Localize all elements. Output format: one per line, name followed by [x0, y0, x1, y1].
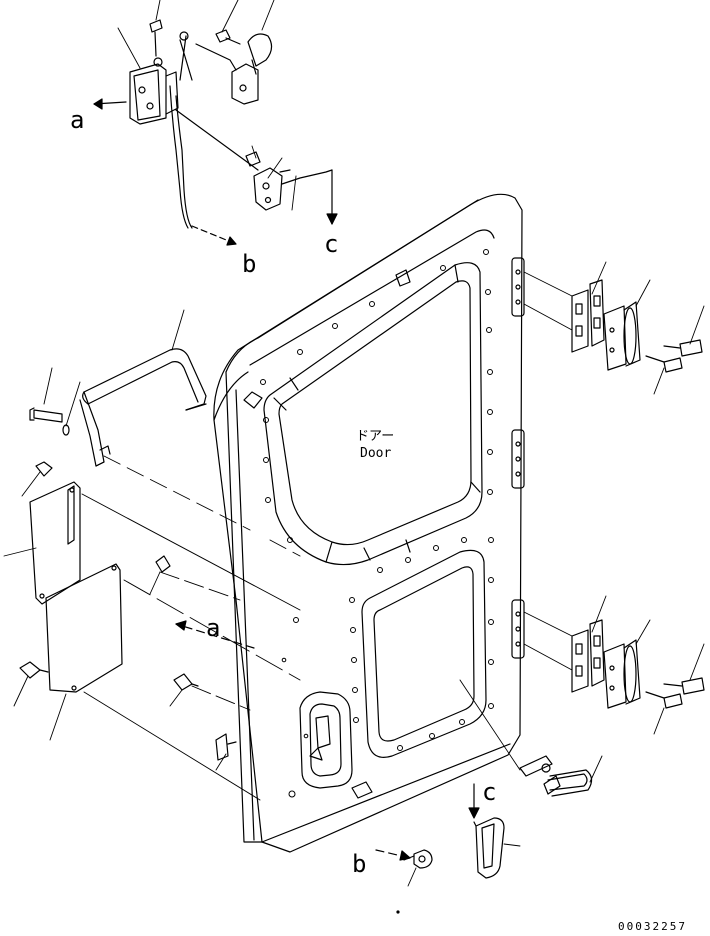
door-label-jp: ドアー	[356, 429, 394, 444]
cover-plate-lower	[45, 563, 123, 693]
callout-a-mid: a	[206, 614, 220, 642]
door-panel: ドアー Door	[213, 193, 525, 853]
knob-screw	[403, 849, 433, 869]
latch-striker	[215, 733, 237, 761]
dot-mark	[396, 910, 400, 914]
leader-lines	[3, 261, 705, 887]
cover-bolts	[19, 461, 199, 691]
callout-c-top: c	[324, 230, 338, 258]
hinge-guide-lines	[523, 271, 573, 671]
hinge-upper	[571, 279, 641, 371]
cover-plate-upper	[29, 481, 81, 605]
callout-arrows-top	[93, 98, 338, 246]
hinge-lower	[571, 619, 641, 709]
alignment-lines	[81, 455, 521, 801]
callout-arrow-a-mid	[175, 620, 255, 649]
callout-arrows-bottom	[375, 783, 480, 861]
door-catch	[519, 755, 593, 797]
drawing-number: 00032257	[618, 920, 687, 931]
callout-b-top: b	[242, 250, 256, 278]
door-label-en: Door	[360, 446, 391, 461]
hinge-bolts	[645, 339, 705, 709]
hinge-mount-plates	[511, 257, 525, 659]
handle-bolt	[29, 407, 70, 436]
callout-a-top: a	[70, 106, 84, 134]
handle-cover	[475, 817, 505, 879]
door-lock-assembly	[129, 19, 333, 229]
door-bolt-holes	[260, 249, 494, 798]
grab-handle	[79, 348, 207, 467]
callout-b-bottom: b	[352, 850, 366, 878]
callout-c-bottom: c	[482, 778, 496, 806]
leader-lines-top	[117, 0, 297, 211]
